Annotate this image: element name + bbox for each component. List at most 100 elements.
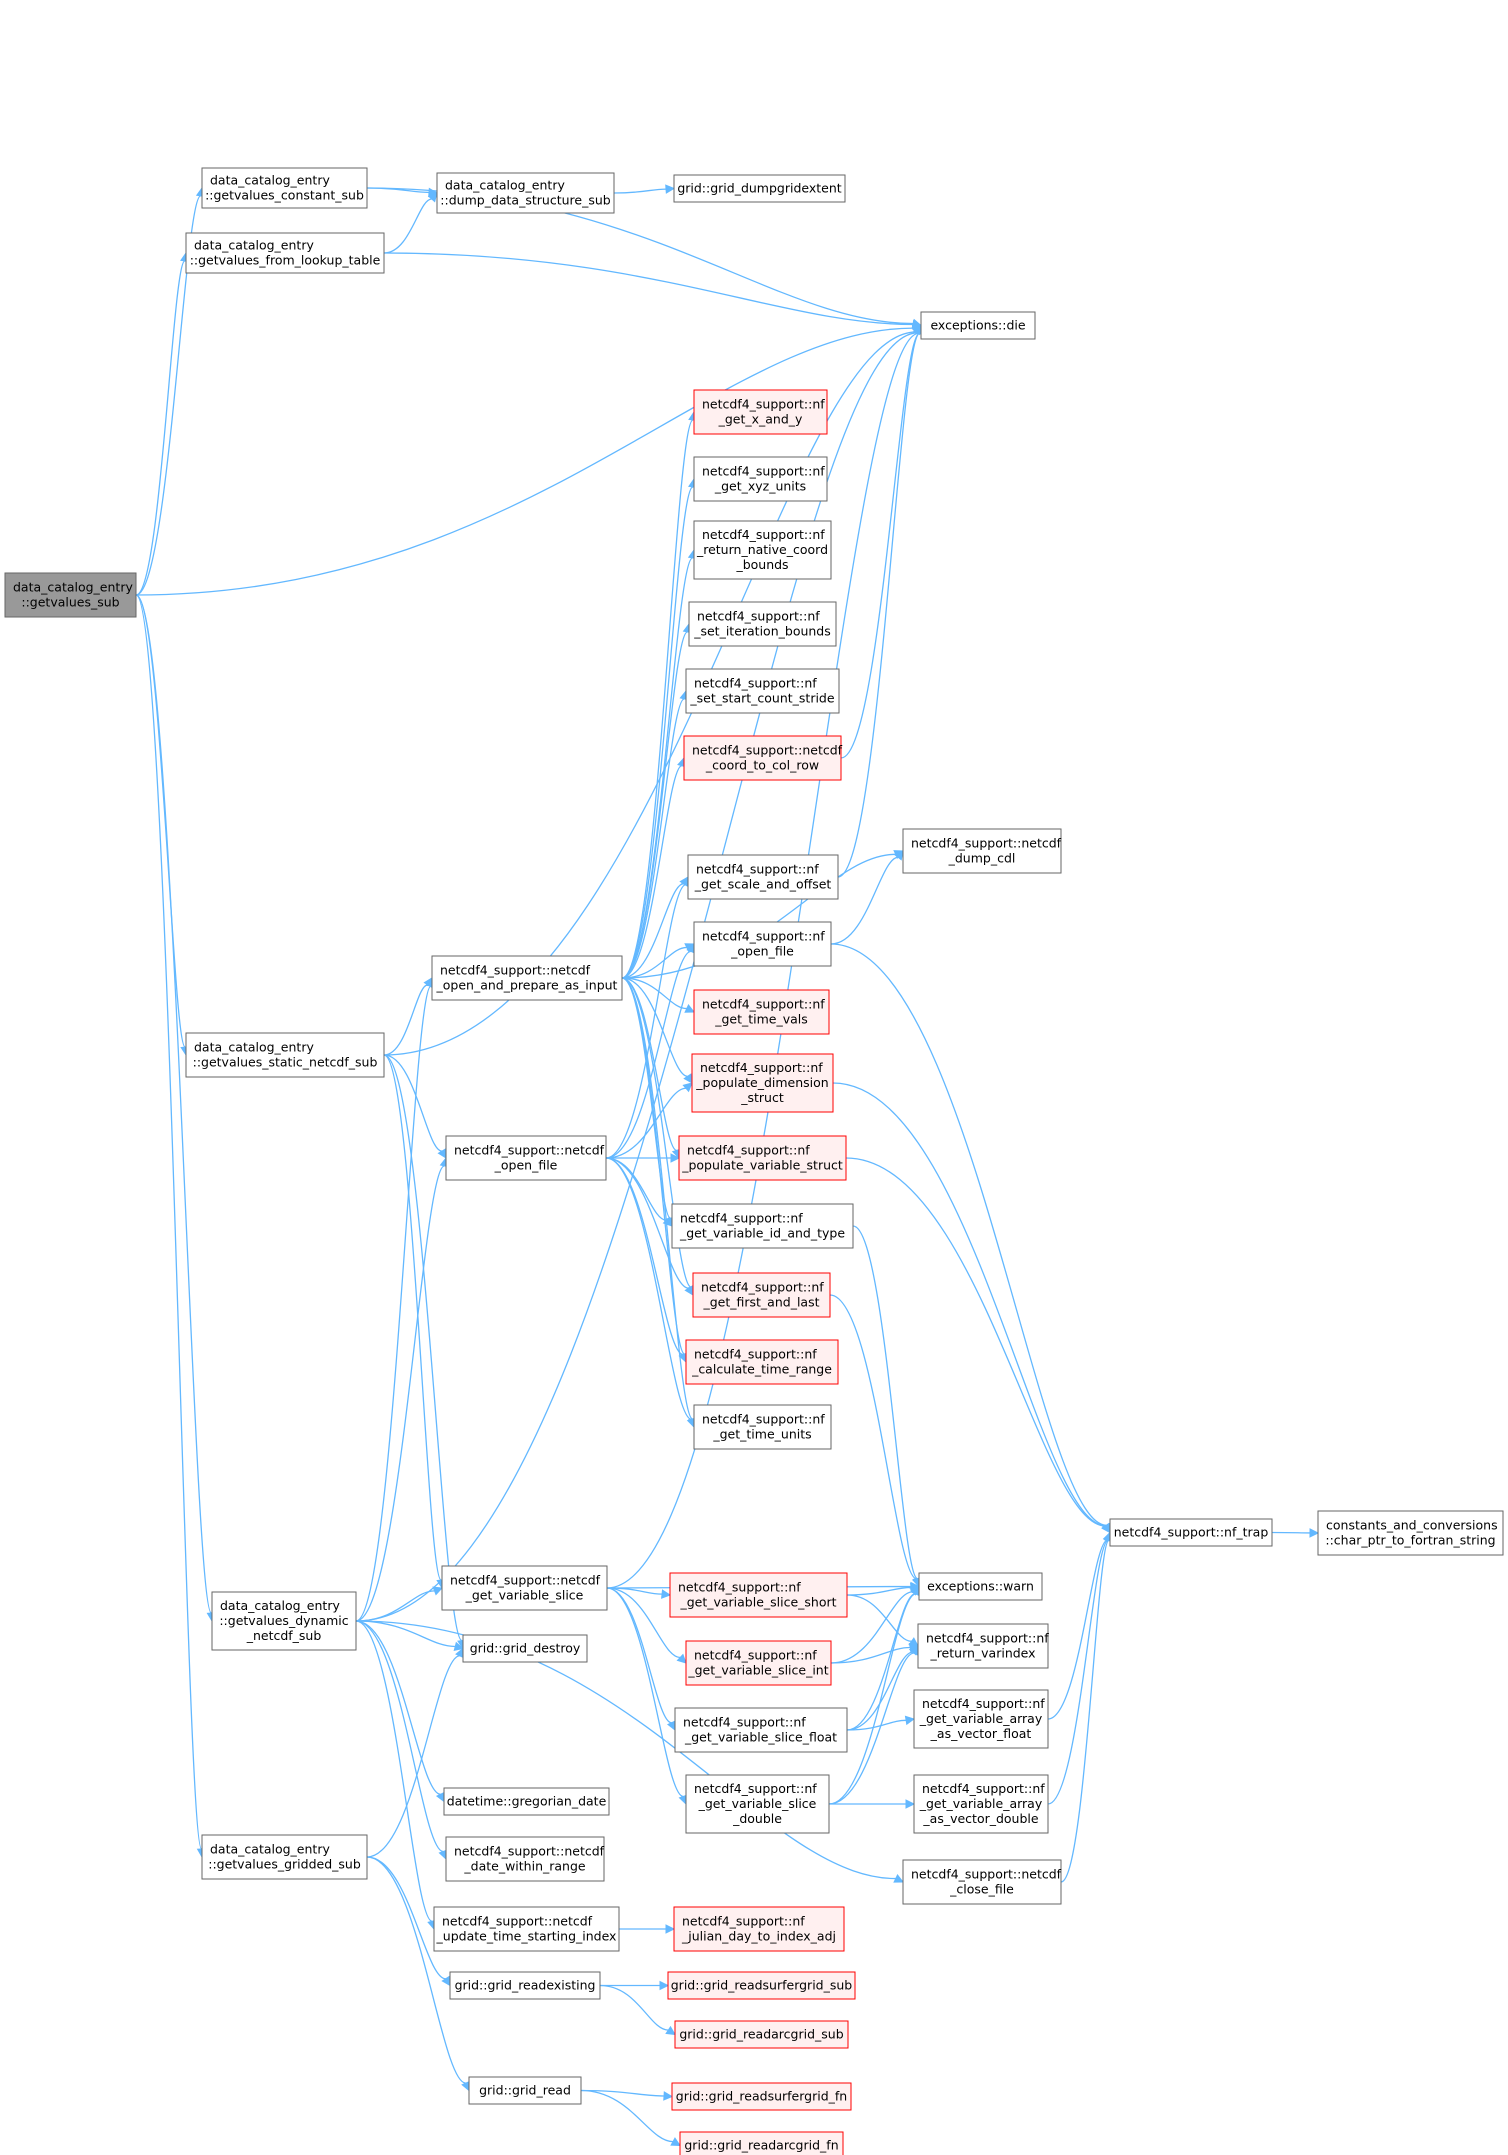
- node-label-line: _open_file: [494, 1158, 558, 1173]
- node-label-line: _set_start_count_stride: [689, 691, 834, 706]
- node-label-line: _get_xyz_units: [714, 479, 806, 494]
- node-label-line: netcdf4_support::nf: [694, 1648, 817, 1663]
- call-edge-openprep-to-timevals: [621, 977, 696, 1013]
- node-label-line: _as_vector_float: [930, 1726, 1032, 1741]
- node-box: [445, 1135, 607, 1181]
- node-box: [693, 921, 832, 967]
- function-node-staticnc[interactable]: data_catalog_entry::getvalues_static_net…: [185, 1032, 385, 1078]
- function-node-rsurffn[interactable]: grid::grid_readsurfergrid_fn: [671, 2082, 852, 2111]
- node-label-line: _populate_variable_struct: [681, 1158, 843, 1173]
- call-edge-ncopen-to-popdim: [605, 1082, 693, 1159]
- function-node-timevals[interactable]: netcdf4_support::nf_get_time_vals: [693, 989, 830, 1035]
- function-node-coordcr[interactable]: netcdf4_support::netcdf_coord_to_col_row: [683, 735, 843, 781]
- function-node-julian[interactable]: netcdf4_support::nf_julian_day_to_index_…: [673, 1906, 845, 1952]
- function-node-arrdouble[interactable]: netcdf4_support::nf_get_variable_array_a…: [913, 1774, 1049, 1834]
- call-edge-root-to-lookup: [135, 251, 190, 596]
- node-box: [913, 1689, 1049, 1749]
- function-node-updtime[interactable]: netcdf4_support::netcdf_update_time_star…: [433, 1906, 620, 1952]
- function-node-rarcfn[interactable]: grid::grid_readarcgrid_fn: [679, 2131, 844, 2155]
- call-edge-updtime-to-julian: [619, 1924, 676, 1934]
- call-edge-dynnc-to-varslice: [355, 1586, 444, 1622]
- node-box: [673, 1906, 845, 1952]
- function-node-firstlast[interactable]: netcdf4_support::nf_get_first_and_last: [692, 1272, 831, 1318]
- function-node-varidtype[interactable]: netcdf4_support::nf_get_variable_id_and_…: [671, 1203, 854, 1249]
- function-node-gridded[interactable]: data_catalog_entry::getvalues_gridded_su…: [201, 1834, 368, 1880]
- function-node-retvarindex[interactable]: netcdf4_support::nf_return_varindex: [917, 1623, 1049, 1669]
- node-box: [667, 1971, 856, 2000]
- function-node-root[interactable]: data_catalog_entry::getvalues_sub: [4, 572, 137, 618]
- node-label-line: grid::grid_readarcgrid_sub: [679, 2027, 843, 2042]
- function-node-rarcsub[interactable]: grid::grid_readarcgrid_sub: [674, 2020, 849, 2049]
- function-node-popdim[interactable]: netcdf4_support::nf_populate_dimension_s…: [691, 1053, 834, 1113]
- call-edge-gread-to-rarcfn: [580, 2089, 681, 2147]
- call-edge-openprep-to-setstart: [621, 689, 689, 979]
- call-edge-openprep-to-xyzunits: [621, 477, 698, 979]
- function-node-scaleoff[interactable]: netcdf4_support::nf_get_scale_and_offset: [687, 854, 839, 900]
- function-node-dynnc[interactable]: data_catalog_entry::getvalues_dynamic_ne…: [211, 1591, 357, 1651]
- function-node-setiter[interactable]: netcdf4_support::nf_set_iteration_bounds: [688, 601, 837, 647]
- function-node-ncopen[interactable]: netcdf4_support::netcdf_open_file: [445, 1135, 607, 1181]
- function-node-setstart[interactable]: netcdf4_support::nf_set_start_count_stri…: [685, 668, 840, 714]
- function-node-sliceshort[interactable]: netcdf4_support::nf_get_variable_slice_s…: [669, 1572, 848, 1618]
- function-node-nfopen[interactable]: netcdf4_support::nf_open_file: [693, 921, 832, 967]
- function-node-gread[interactable]: grid::grid_read: [468, 2076, 582, 2105]
- node-label-line: _get_variable_slice: [698, 1796, 817, 1811]
- function-node-sliceint[interactable]: netcdf4_support::nf_get_variable_slice_i…: [685, 1640, 832, 1686]
- call-edge-dynnc-to-daterange: [355, 1620, 448, 1861]
- node-label-line: netcdf4_support::nf: [922, 1781, 1045, 1796]
- node-label-line: netcdf4_support::nf: [702, 997, 825, 1012]
- node-box: [693, 520, 832, 580]
- function-node-die[interactable]: exceptions::die: [920, 311, 1036, 340]
- node-label-line: _return_varindex: [929, 1646, 1035, 1661]
- node-label-line: _dump_cdl: [948, 851, 1016, 866]
- call-edge-popvar-to-nftrap: [845, 1157, 1111, 1534]
- function-node-arrfloat[interactable]: netcdf4_support::nf_get_variable_array_a…: [913, 1689, 1049, 1749]
- node-label-line: _open_file: [730, 944, 794, 959]
- node-label-line: netcdf4_support::netcdf: [911, 1867, 1062, 1882]
- node-label-line: _get_scale_and_offset: [694, 877, 832, 892]
- function-node-readexist[interactable]: grid::grid_readexisting: [449, 1971, 601, 2000]
- node-box: [445, 1836, 605, 1882]
- function-node-nftrap[interactable]: netcdf4_support::nf_trap: [1109, 1518, 1273, 1547]
- node-box: [431, 955, 623, 1001]
- function-node-xyzunits[interactable]: netcdf4_support::nf_get_xyz_units: [693, 456, 828, 502]
- function-node-dumpds[interactable]: data_catalog_entry::dump_data_structure_…: [436, 172, 615, 214]
- call-edge-slicedouble-to-arrdouble: [828, 1799, 916, 1809]
- function-node-charptr[interactable]: constants_and_conversions::char_ptr_to_f…: [1317, 1510, 1504, 1556]
- function-node-openprep[interactable]: netcdf4_support::netcdf_open_and_prepare…: [431, 955, 623, 1001]
- function-node-popvar[interactable]: netcdf4_support::nf_populate_variable_st…: [678, 1135, 847, 1181]
- node-label-line: _netcdf_sub: [246, 1628, 322, 1643]
- node-label-line: netcdf4_support::nf_trap: [1114, 1525, 1269, 1540]
- function-node-dumpcdl[interactable]: netcdf4_support::netcdf_dump_cdl: [902, 828, 1062, 874]
- function-node-slicefloat[interactable]: netcdf4_support::nf_get_variable_slice_f…: [674, 1707, 848, 1753]
- function-node-gdestroy[interactable]: grid::grid_destroy: [462, 1634, 588, 1663]
- function-node-daterange[interactable]: netcdf4_support::netcdf_date_within_rang…: [445, 1836, 605, 1882]
- function-node-lookup[interactable]: data_catalog_entry::getvalues_from_looku…: [185, 232, 385, 274]
- function-node-dumpext[interactable]: grid::grid_dumpgridextent: [673, 174, 846, 203]
- node-label-line: _return_native_coord: [696, 542, 828, 557]
- node-label-line: _get_variable_slice: [465, 1588, 584, 1603]
- function-node-slicedouble[interactable]: netcdf4_support::nf_get_variable_slice_d…: [685, 1774, 830, 1834]
- node-label-line: _close_file: [949, 1882, 1014, 1897]
- node-label-line: _get_variable_slice_short: [679, 1595, 836, 1610]
- node-box: [685, 668, 840, 714]
- function-node-gregorian[interactable]: datetime::gregorian_date: [443, 1787, 610, 1816]
- node-label-line: netcdf4_support::nf: [697, 609, 820, 624]
- node-label-line: _bounds: [735, 557, 788, 572]
- function-node-timeunits[interactable]: netcdf4_support::nf_get_time_units: [693, 1404, 832, 1450]
- function-node-const[interactable]: data_catalog_entry::getvalues_constant_s…: [201, 167, 368, 209]
- call-edge-root-to-staticnc: [135, 594, 190, 1057]
- function-node-closefile[interactable]: netcdf4_support::netcdf_close_file: [902, 1859, 1062, 1905]
- function-node-warn[interactable]: exceptions::warn: [918, 1572, 1043, 1601]
- call-edge-dynnc-to-gregorian: [355, 1620, 445, 1803]
- function-node-retnative[interactable]: netcdf4_support::nf_return_native_coord_…: [693, 520, 832, 580]
- node-label-line: netcdf4_support::nf: [702, 464, 825, 479]
- call-edge-arrfloat-to-nftrap: [1047, 1531, 1112, 1720]
- node-label-line: data_catalog_entry: [220, 1598, 340, 1613]
- node-label-line: netcdf4_support::nf: [702, 1412, 825, 1427]
- function-node-varslice[interactable]: netcdf4_support::netcdf_get_variable_sli…: [441, 1565, 608, 1611]
- function-node-getxy[interactable]: netcdf4_support::nf_get_x_and_y: [693, 389, 828, 435]
- function-node-rsurfsub[interactable]: grid::grid_readsurfergrid_sub: [667, 1971, 856, 2000]
- node-box: [185, 1032, 385, 1078]
- function-node-calctime[interactable]: netcdf4_support::nf_calculate_time_range: [685, 1339, 839, 1385]
